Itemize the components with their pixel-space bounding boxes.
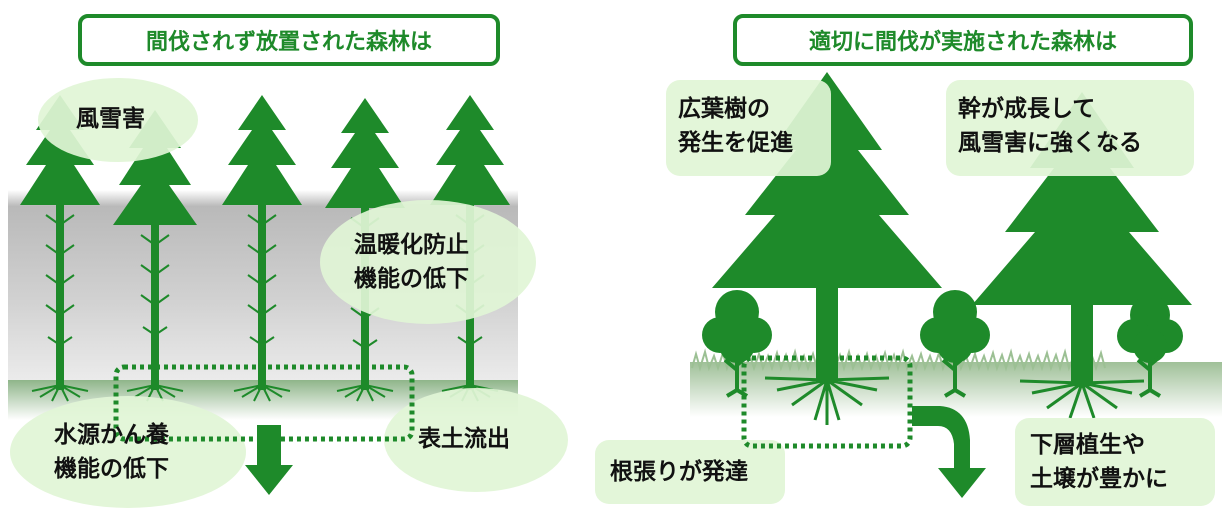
label-line: 風雪害に強くなる — [958, 130, 1142, 156]
label-line: 機能の低下 — [354, 266, 469, 292]
label-topsoil-runoff: 表土流出 — [418, 422, 510, 456]
label-line: 下層植生や — [1030, 432, 1145, 458]
left-tree — [20, 95, 100, 402]
bubble-trunk-growth — [946, 80, 1194, 176]
label-line: 水源かん養 — [54, 422, 169, 448]
label-broadleaf: 広葉樹の 発生を促進 — [678, 92, 793, 160]
label-line: 広葉樹の — [678, 96, 770, 122]
left-tree — [113, 110, 197, 402]
left-panel-title: 間伐されず放置された森林は — [78, 14, 500, 66]
right-panel-title: 適切に間伐が実施された森林は — [733, 14, 1193, 66]
label-wind-snow-damage: 風雪害 — [76, 102, 145, 136]
broadleaf-tree — [702, 290, 772, 398]
right-tree — [972, 92, 1192, 419]
label-line: 風雪害 — [76, 106, 145, 132]
label-line: 幹が成長して — [958, 96, 1096, 122]
label-line: 根張りが発達 — [610, 459, 748, 485]
left-tree — [222, 95, 302, 402]
label-trunk-growth: 幹が成長して 風雪害に強くなる — [958, 92, 1142, 160]
bubble-wind-snow-damage — [38, 78, 198, 162]
bubble-warming-prevention — [320, 200, 536, 324]
label-line: 機能の低下 — [54, 456, 169, 482]
broadleaf-tree — [1117, 295, 1183, 398]
label-warming-prevention: 温暖化防止 機能の低下 — [354, 228, 469, 296]
label-line: 温暖化防止 — [354, 232, 469, 258]
bubble-roots — [595, 440, 785, 504]
left-soil-dotted-frame — [113, 364, 415, 442]
label-line: 土壌が豊かに — [1030, 466, 1168, 492]
label-line: 表土流出 — [418, 426, 510, 452]
label-roots: 根張りが発達 — [610, 455, 748, 489]
bubble-water-source — [10, 396, 246, 508]
bubble-topsoil-runoff — [384, 388, 568, 492]
label-water-source: 水源かん養 機能の低下 — [54, 418, 169, 486]
down-arrow-icon — [245, 425, 293, 495]
label-line: 発生を促進 — [678, 130, 793, 156]
right-roots-dotted-frame — [741, 355, 913, 449]
label-understory: 下層植生や 土壌が豊かに — [1030, 428, 1168, 496]
bubble-broadleaf — [666, 80, 831, 176]
broadleaf-tree — [920, 290, 990, 398]
bubble-understory — [1015, 418, 1215, 506]
curved-arrow-icon — [912, 406, 986, 498]
